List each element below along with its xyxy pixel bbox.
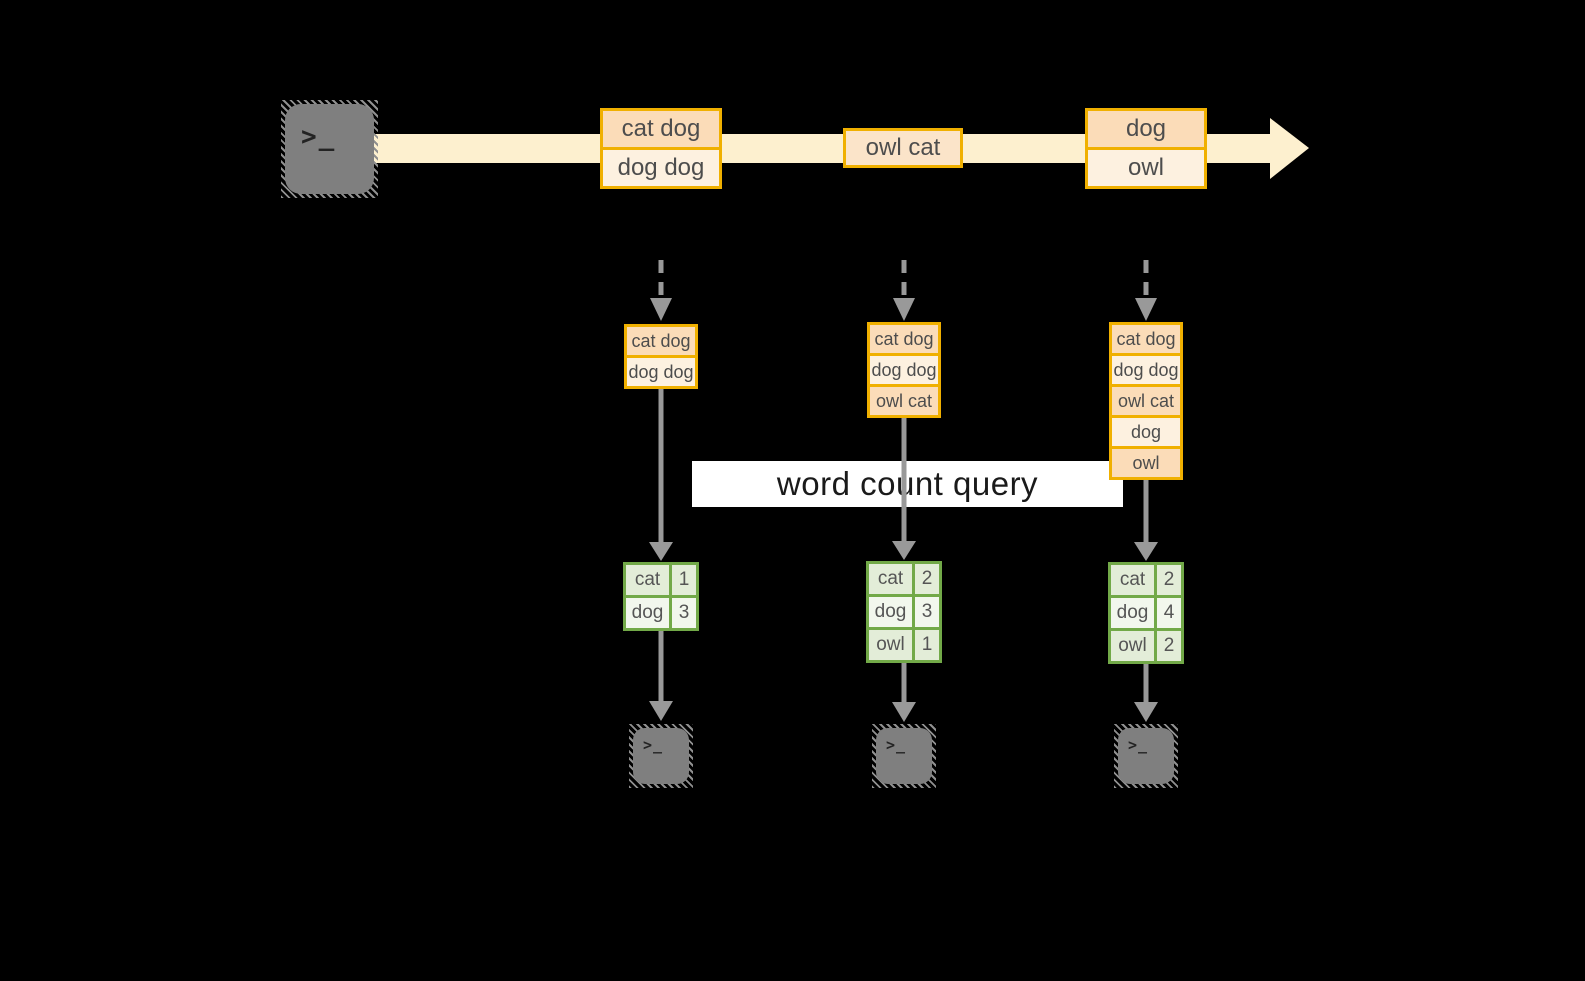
count-table-1: cat 1 dog 3	[623, 562, 699, 631]
count-value: 3	[672, 598, 696, 628]
buffer-stack-2: cat dog dog dog owl cat	[867, 322, 941, 418]
source-terminal-icon: >_	[281, 100, 378, 198]
arrowhead-stack-to-table-3	[1134, 542, 1158, 561]
terminal-prompt-glyph: >_	[886, 736, 907, 754]
count-value: 1	[672, 565, 696, 595]
count-word: dog	[869, 597, 912, 627]
arrowhead-table-to-terminal-2	[892, 702, 916, 722]
terminal-screen	[285, 104, 374, 194]
terminal-screen	[876, 728, 932, 784]
count-value: 4	[1157, 598, 1181, 628]
arrowhead-stack-to-table-1	[649, 542, 673, 561]
count-word: dog	[1111, 598, 1154, 628]
output-terminal-icon-3: >_	[1114, 724, 1178, 788]
buffer-row: owl	[1112, 449, 1180, 477]
buffer-row: cat dog	[1112, 325, 1180, 353]
arrowhead-table-to-terminal-3	[1134, 702, 1158, 722]
stream-record: dog	[1088, 111, 1204, 147]
terminal-screen	[1118, 728, 1174, 784]
buffer-row: dog dog	[1112, 356, 1180, 384]
buffer-stack-3: cat dog dog dog owl cat dog owl	[1109, 322, 1183, 480]
stream-record: owl	[1088, 150, 1204, 186]
count-value: 2	[915, 564, 939, 594]
stream-record: dog dog	[603, 150, 719, 186]
stream-record: cat dog	[603, 111, 719, 147]
count-word: cat	[1111, 565, 1154, 595]
terminal-prompt-glyph: >_	[1128, 736, 1149, 754]
dashed-arrowhead-3	[1135, 298, 1157, 321]
buffer-row: cat dog	[870, 325, 938, 353]
dashed-arrowhead-2	[893, 298, 915, 321]
count-value: 3	[915, 597, 939, 627]
count-table-2: cat 2 dog 3 owl 1	[866, 561, 942, 663]
dashed-arrowhead-1	[650, 298, 672, 321]
buffer-row: cat dog	[627, 327, 695, 355]
count-value: 2	[1157, 631, 1181, 661]
stream-batch-2: owl cat	[843, 128, 963, 168]
buffer-row: owl cat	[870, 387, 938, 415]
stream-batch-3: dog owl	[1085, 108, 1207, 189]
output-terminal-icon-1: >_	[629, 724, 693, 788]
count-word: owl	[869, 630, 912, 660]
query-box: word count query	[692, 461, 1123, 507]
buffer-row: owl cat	[1112, 387, 1180, 415]
stream-batch-1: cat dog dog dog	[600, 108, 722, 189]
arrowhead-stack-to-table-2	[892, 541, 916, 560]
dashed-arrows	[650, 260, 1157, 321]
count-value: 1	[915, 630, 939, 660]
output-terminal-icon-2: >_	[872, 724, 936, 788]
arrowhead-table-to-terminal-1	[649, 701, 673, 721]
stream-record: owl cat	[846, 131, 960, 165]
count-word: owl	[1111, 631, 1154, 661]
stream-arrowhead	[1270, 118, 1309, 179]
buffer-row: dog dog	[627, 358, 695, 386]
count-word: cat	[869, 564, 912, 594]
count-word: dog	[626, 598, 669, 628]
query-label: word count query	[776, 465, 1039, 502]
terminal-screen	[633, 728, 689, 784]
terminal-prompt-glyph: >_	[301, 122, 337, 152]
terminal-prompt-glyph: >_	[643, 736, 664, 754]
buffer-row: dog	[1112, 418, 1180, 446]
count-value: 2	[1157, 565, 1181, 595]
count-table-3: cat 2 dog 4 owl 2	[1108, 562, 1184, 664]
count-word: cat	[626, 565, 669, 595]
buffer-stack-1: cat dog dog dog	[624, 324, 698, 389]
buffer-row: dog dog	[870, 356, 938, 384]
